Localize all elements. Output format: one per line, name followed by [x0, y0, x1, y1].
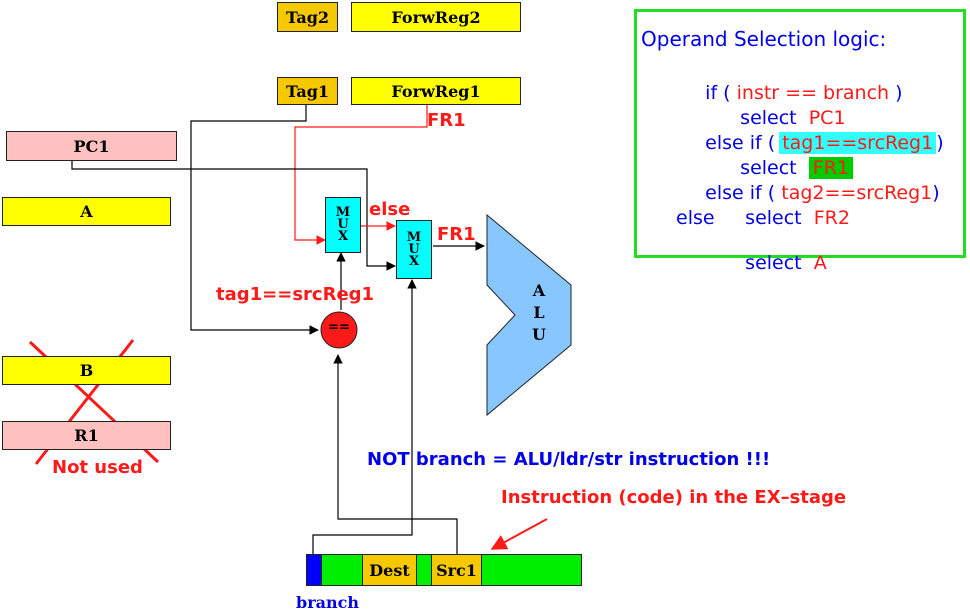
pc1-register: PC1 [6, 131, 177, 161]
pc1-label: PC1 [73, 136, 110, 156]
wire-pc1-to-mux2 [71, 161, 396, 271]
logic-line-4: select FR1 [716, 131, 853, 206]
logic-line-8-kw: select [745, 252, 802, 274]
r1-register: R1 [2, 421, 171, 450]
b-label: B [79, 361, 94, 380]
logic-line-5-cond: tag2==srcReg1 [775, 182, 933, 204]
not-used-label: Not used [52, 457, 143, 478]
logic-line-1-kw: if ( [705, 82, 731, 104]
src1-field: Src1 [431, 554, 482, 586]
logic-line-2: select PC1 [716, 81, 846, 156]
tag1-register: Tag1 [277, 77, 338, 105]
logic-line-8-val: A [813, 252, 827, 274]
logic-line-1-end: ) [895, 82, 903, 104]
mux-2: M U X [396, 220, 432, 279]
alu-label: A L U [528, 280, 550, 346]
a-label: A [80, 202, 93, 221]
alu-letter-a: A [532, 281, 546, 300]
r1-label: R1 [74, 426, 99, 445]
logic-line-3: else if (tag1==srcReg1) [681, 106, 944, 181]
instruction-pointer-arrow [490, 518, 548, 550]
mux-1-letter-m: M [335, 205, 351, 220]
alu-letter-u: U [532, 325, 546, 344]
mux-1-letter-x: X [337, 229, 349, 244]
dest-label: Dest [369, 560, 410, 580]
forwreg1-label: ForwReg1 [391, 81, 481, 101]
logic-line-2-kw: select [740, 107, 797, 129]
instruction-note-label: Instruction (code) in the EX–stage [501, 487, 847, 508]
alu-shape [486, 213, 572, 417]
logic-line-4-val: FR1 [808, 157, 853, 179]
logic-panel: Operand Selection logic: if ( instr == b… [637, 12, 963, 274]
logic-line-2-val: PC1 [808, 107, 846, 129]
logic-line-1: if ( instr == branch ) [681, 56, 903, 131]
logic-line-6-kw: select [745, 207, 802, 229]
src1-label: Src1 [436, 560, 477, 580]
mux-1-letter-u: U [337, 217, 349, 232]
fr1-alu-label: FR1 [437, 224, 476, 245]
logic-title: Operand Selection logic: [641, 27, 887, 51]
a-register: A [2, 197, 171, 226]
tag1-label: Tag1 [285, 81, 330, 101]
alu-letter-l: L [533, 303, 545, 322]
logic-line-3-kw: else if ( [705, 132, 776, 154]
dest-field: Dest [362, 554, 417, 586]
comparator-circle [320, 311, 358, 349]
mux-2-letter-u: U [408, 241, 420, 257]
wire-src1-to-comparator [333, 354, 458, 554]
logic-line-5: else if ( tag2==srcReg1) [681, 156, 940, 231]
tag2-register: Tag2 [277, 2, 338, 32]
branch-label: branch [296, 593, 359, 612]
not-branch-label: NOT branch = ALU/ldr/str instruction !!! [367, 449, 771, 470]
logic-line-7: else [676, 207, 715, 229]
logic-line-6-val: FR2 [813, 207, 850, 229]
forwreg2-register: ForwReg2 [351, 2, 521, 32]
logic-line-5-end: ) [932, 182, 940, 204]
forwreg2-label: ForwReg2 [391, 7, 481, 27]
condition-label: tag1==srcReg1 [216, 284, 375, 305]
wire-tag1-to-comparator [190, 105, 319, 335]
forwreg1-register: ForwReg1 [351, 77, 521, 105]
mux-1: M U X [325, 197, 361, 253]
wire-branch-to-mux2 [312, 279, 417, 554]
logic-line-5-kw: else if ( [705, 182, 776, 204]
mux-2-letter-m: M [406, 229, 422, 245]
comparator-label: == [328, 320, 350, 335]
logic-panel-border [634, 9, 966, 258]
logic-line-4-kw: select [740, 157, 797, 179]
logic-line-6: select FR2 [721, 181, 850, 256]
branch-bit [306, 554, 322, 586]
b-register: B [2, 356, 171, 385]
logic-line-3-cond: tag1==srcReg1 [779, 132, 937, 154]
tag2-label: Tag2 [285, 7, 330, 27]
mux-2-letter-x: X [408, 253, 420, 269]
wire-fr1-to-mux1 [294, 105, 428, 245]
fr1-top-label: FR1 [427, 110, 466, 131]
logic-line-1-cond: instr == branch [730, 82, 896, 104]
logic-line-8: select A [721, 226, 827, 301]
logic-line-3-end: ) [936, 132, 944, 154]
else-label: else [369, 199, 411, 220]
